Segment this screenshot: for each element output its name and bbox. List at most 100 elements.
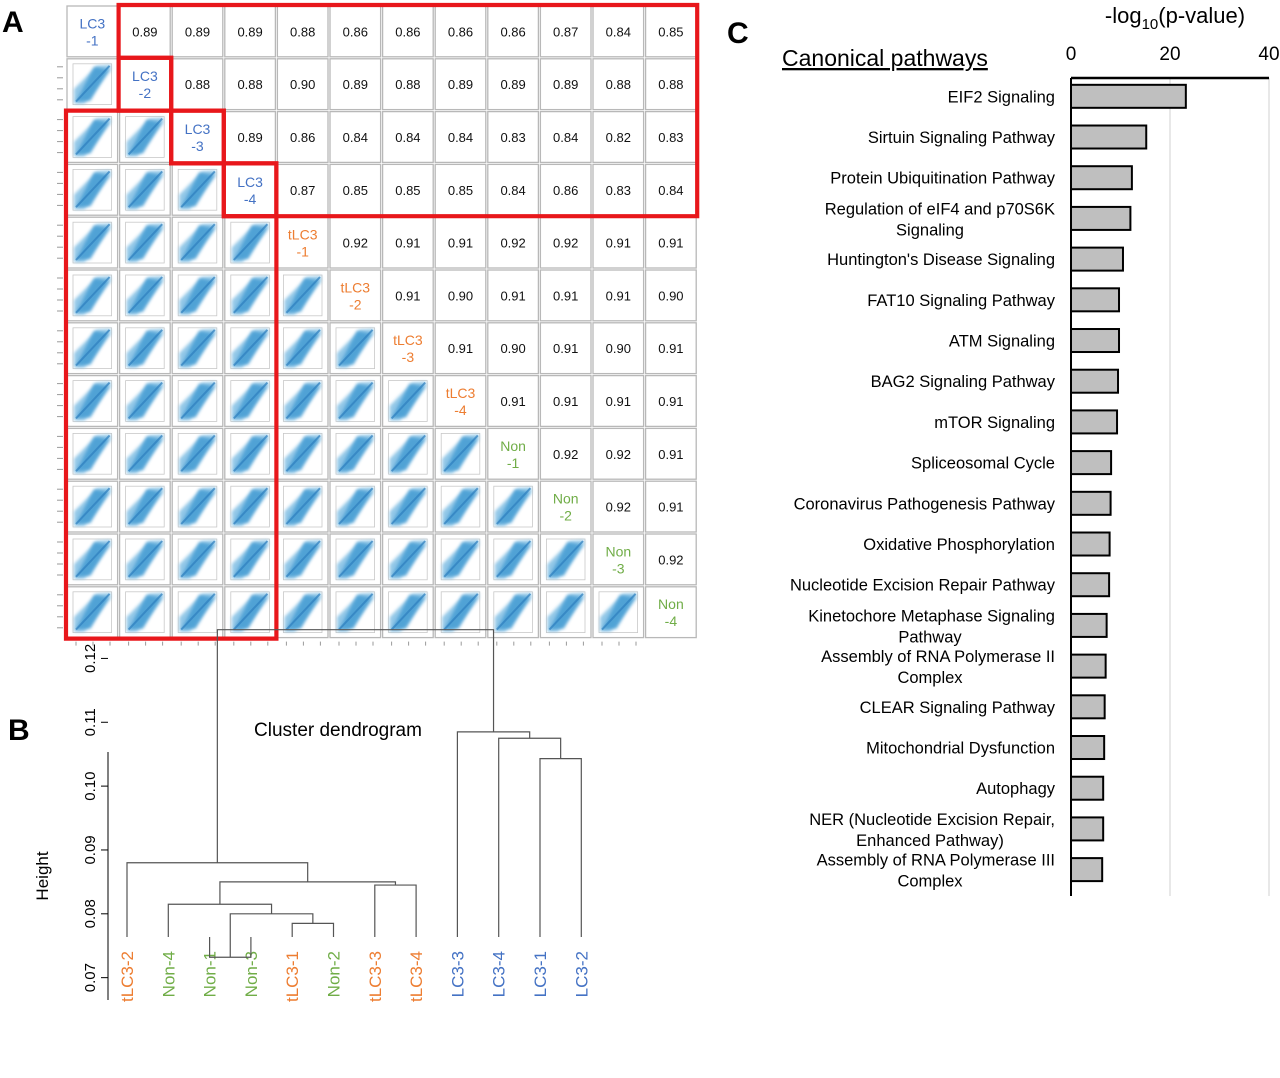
correlation-value: 0.91 (606, 394, 631, 409)
dendrogram-branch (374, 884, 417, 937)
matrix-cell (381, 216, 434, 269)
pathway-bar (1070, 612, 1108, 638)
matrix-cell (171, 110, 224, 164)
matrix-cell (539, 322, 592, 375)
scatter-plot (57, 274, 112, 317)
correlation-value: 0.86 (395, 24, 420, 39)
pathway-label-line2: Complex (897, 873, 963, 891)
pathway-label: Oxidative Phosphorylation (863, 536, 1055, 554)
scatter-plot (57, 168, 112, 211)
scatter-plot (335, 538, 375, 581)
pathway-label: Assembly of RNA Polymerase II (821, 648, 1055, 666)
correlation-value: 0.92 (606, 500, 631, 515)
matrix-cell (434, 269, 487, 322)
matrix-cell (592, 374, 645, 428)
scatter-plot (388, 538, 428, 581)
matrix-cell (592, 110, 645, 164)
sample-label: tLC3 (446, 385, 476, 401)
pathway-label: EIF2 Signaling (948, 88, 1055, 106)
matrix-cell (644, 533, 697, 586)
matrix-cell (592, 216, 645, 269)
sample-label: tLC3 (341, 279, 371, 295)
pathway-label: Assembly of RNA Polymerase III (817, 852, 1055, 870)
matrix-cell (487, 58, 540, 111)
scatter-plot (493, 591, 533, 646)
dendrogram-leaf-label: tLC3-4 (407, 951, 426, 1002)
scatter-plot (125, 485, 165, 528)
scatter-plot (440, 485, 481, 528)
correlation-value: 0.86 (448, 24, 473, 39)
pathway-label-line2: Pathway (898, 628, 962, 646)
dendrogram-y-tick-label: 0.10 (82, 772, 99, 801)
scatter-plot (57, 485, 112, 528)
correlation-value: 0.91 (448, 341, 473, 356)
scatter-plot (177, 274, 218, 317)
correlation-value: 0.90 (658, 288, 683, 303)
correlation-value: 0.90 (500, 341, 525, 356)
correlation-value: 0.90 (290, 77, 315, 92)
pathway-bar (1070, 735, 1106, 761)
dendrogram-leaf-label: LC3-3 (448, 951, 467, 997)
scatter-plot (177, 538, 218, 581)
pathway-bar (1070, 287, 1121, 313)
matrix-cell (381, 163, 434, 216)
scatter-plot (57, 327, 112, 369)
pathway-label: Kinetochore Metaphase Signaling (808, 607, 1055, 625)
correlation-value: 0.89 (553, 77, 578, 92)
matrix-cell (539, 5, 592, 58)
scatter-plot (440, 591, 481, 646)
matrix-cell (224, 5, 277, 58)
dendrogram-leaf-label: tLC3-3 (366, 951, 385, 1002)
scatter-plot (177, 327, 218, 369)
pathway-label: Mitochondrial Dysfunction (866, 740, 1055, 758)
correlation-value: 0.91 (500, 288, 525, 303)
scatter-plot (282, 432, 323, 475)
sample-label-suffix: -2 (559, 508, 572, 524)
correlation-value: 0.84 (500, 183, 525, 198)
matrix-cell (381, 110, 434, 164)
dendrogram-leaf-label: Non-1 (201, 951, 220, 997)
correlation-value: 0.89 (237, 130, 262, 145)
scatter-plot (177, 380, 218, 422)
sample-label-suffix: -2 (139, 85, 152, 101)
matrix-cell (487, 110, 540, 164)
correlation-value: 0.91 (395, 288, 420, 303)
matrix-cell (592, 58, 645, 111)
matrix-cell (487, 374, 540, 428)
sample-label: Non (658, 596, 684, 612)
scatter-plot (230, 380, 270, 422)
matrix-cell (329, 5, 382, 58)
sample-label: LC3 (237, 174, 263, 190)
matrix-cell (434, 163, 487, 216)
dendrogram-leaf-label: LC3-1 (531, 951, 550, 997)
correlation-value: 0.85 (395, 183, 420, 198)
sample-label: tLC3 (288, 227, 318, 243)
correlation-value: 0.91 (606, 288, 631, 303)
matrix-cell (276, 163, 329, 216)
dendrogram-y-tick-label: 0.09 (82, 835, 99, 864)
scatter-plot (57, 591, 112, 646)
matrix-cell (434, 322, 487, 375)
pathway-label-line2: Signaling (896, 221, 964, 239)
correlation-value: 0.89 (448, 77, 473, 92)
correlation-value: 0.91 (553, 341, 578, 356)
correlation-value: 0.88 (395, 77, 420, 92)
matrix-cell (644, 5, 697, 58)
bar-x-tick-label: 20 (1159, 44, 1180, 65)
pathway-label: Coronavirus Pathogenesis Pathway (794, 495, 1056, 513)
dendrogram-leaf-label: tLC3-1 (283, 951, 302, 1002)
scatter-plot (282, 485, 323, 528)
matrix-cell (487, 322, 540, 375)
correlation-value: 0.86 (500, 24, 525, 39)
matrix-cell (276, 5, 329, 58)
scatter-plot (125, 591, 165, 646)
scatter-plot (57, 63, 112, 105)
matrix-cell (329, 216, 382, 269)
bar-x-tick-label: 40 (1258, 44, 1279, 65)
correlation-value: 0.89 (343, 77, 368, 92)
matrix-cell (329, 269, 382, 322)
correlation-value: 0.84 (448, 130, 473, 145)
bar-x-tick-label: 0 (1066, 44, 1077, 65)
matrix-cell (592, 269, 645, 322)
